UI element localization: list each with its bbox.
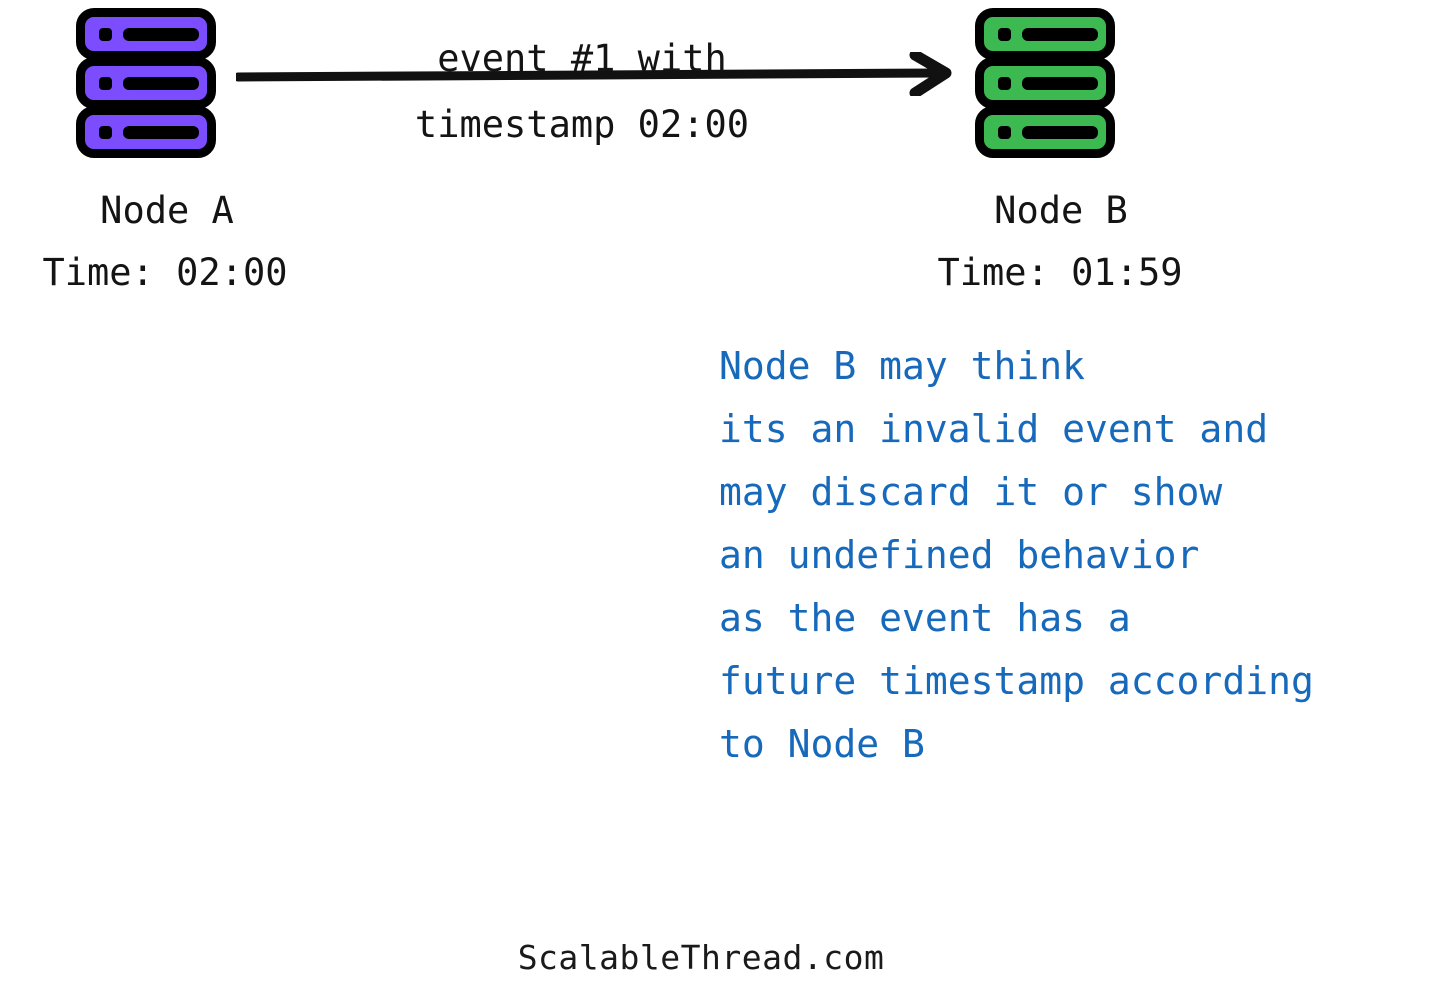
server-slot-icon [123,28,199,41]
arrow-label-line-2: timestamp 02:00 [414,103,750,146]
node-b-caption: Node B Time: 01:59 [895,180,1225,304]
server-unit [76,106,216,158]
node-b-time: Time: 01:59 [937,251,1183,294]
annotation-line: an undefined behavior [719,533,1200,577]
node-a-time: Time: 02:00 [42,251,288,294]
node-a-caption: Node A Time: 02:00 [0,180,330,304]
node-a-name: Node A [100,189,234,232]
server-slot-icon [123,126,199,139]
node-b-name: Node B [994,189,1128,232]
server-icon-node-a [76,8,216,158]
annotation-text: Node B may think its an invalid event an… [719,335,1456,776]
annotation-line: future timestamp according [719,659,1314,703]
annotation-line: as the event has a [719,596,1131,640]
server-led-icon [99,126,112,139]
server-unit [975,57,1115,109]
annotation-line: Node B may think [719,344,1086,388]
server-slot-icon [123,77,199,90]
arrow-label-line-1: event #1 with [437,37,727,80]
annotation-line: its an invalid event and [719,407,1269,451]
server-unit [76,8,216,60]
server-led-icon [998,77,1011,90]
footer-watermark: ScalableThread.com [517,938,885,977]
server-led-icon [998,28,1011,41]
server-led-icon [99,28,112,41]
server-unit [975,106,1115,158]
annotation-line: to Node B [719,722,925,766]
server-slot-icon [1022,77,1098,90]
annotation-line: may discard it or show [719,470,1223,514]
server-unit [76,57,216,109]
server-unit [975,8,1115,60]
server-slot-icon [1022,28,1098,41]
right-arrow-icon [236,52,952,96]
arrow-label: event #1 with timestamp 02:00 [372,26,792,158]
server-icon-node-b [975,8,1115,158]
server-slot-icon [1022,126,1098,139]
server-led-icon [99,77,112,90]
server-led-icon [998,126,1011,139]
